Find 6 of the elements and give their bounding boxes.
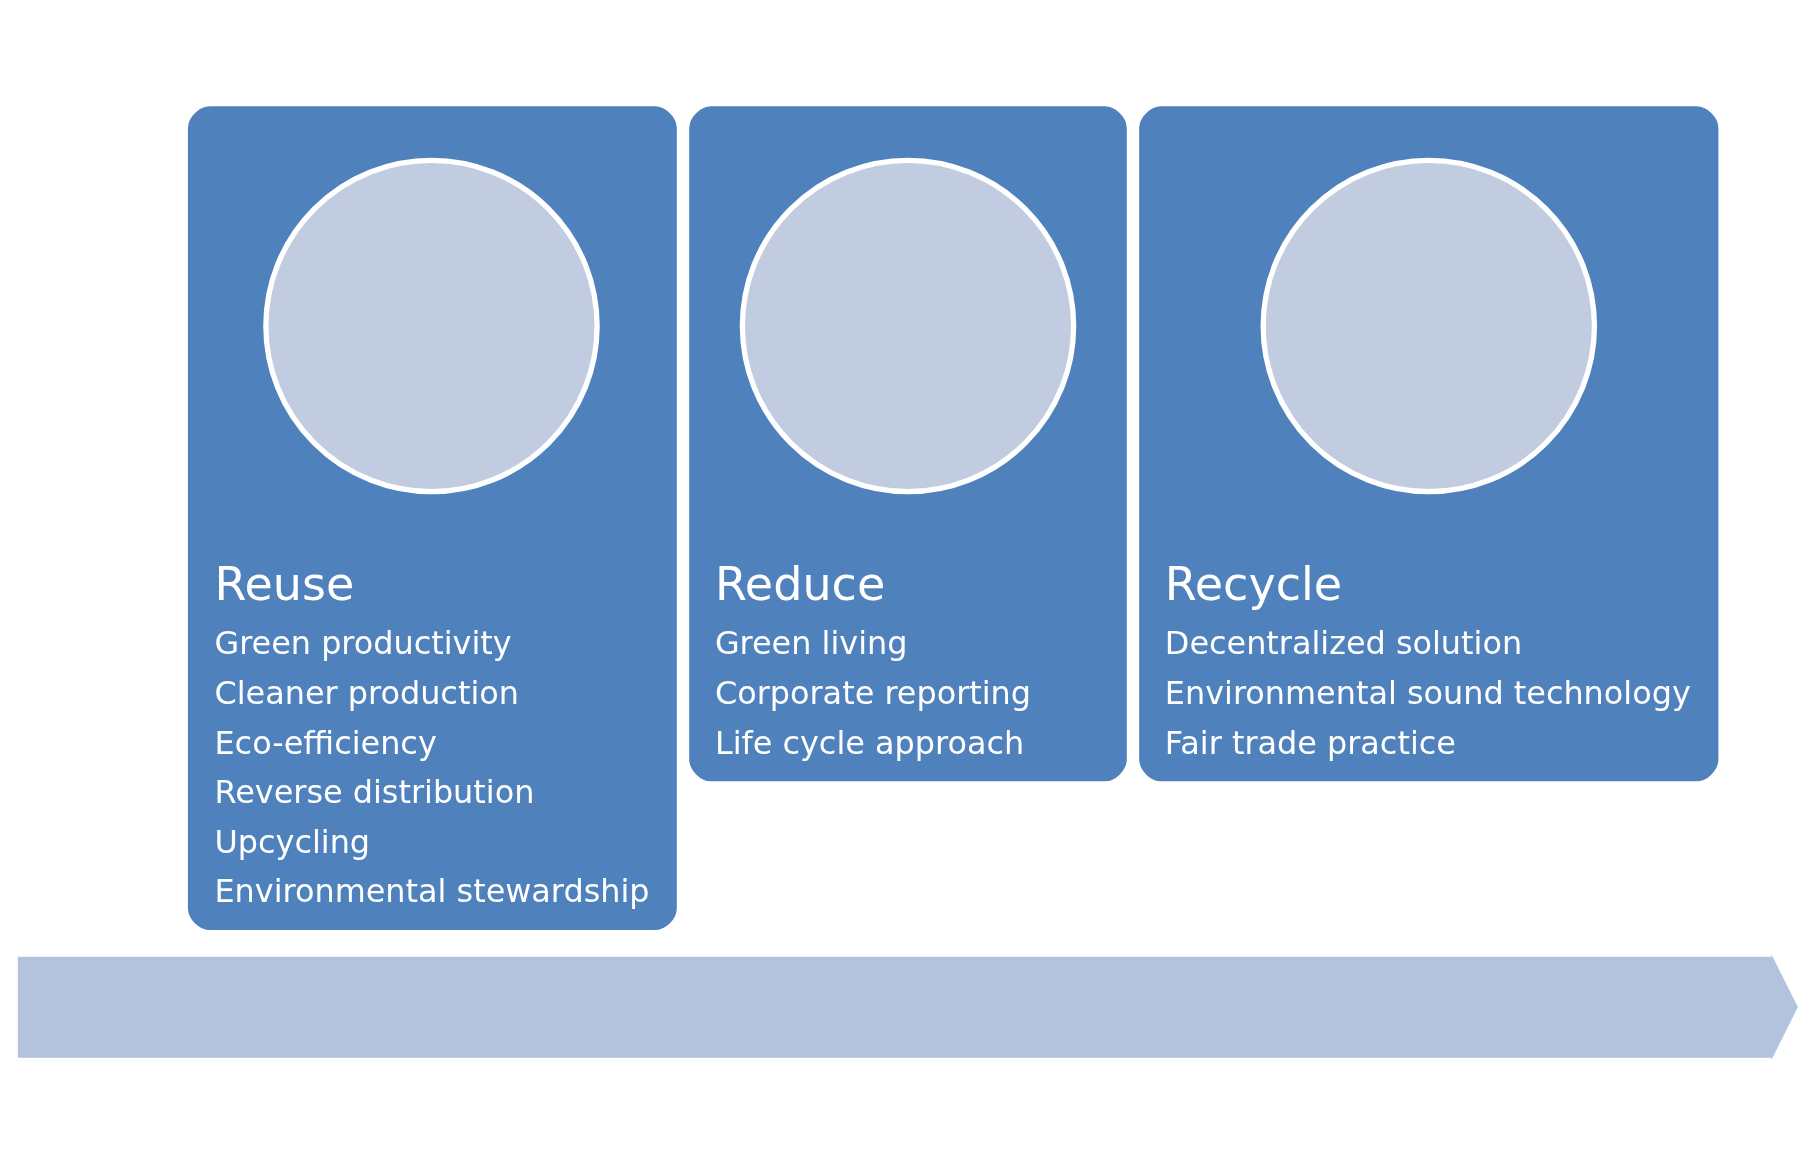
node-circle: [263, 157, 600, 494]
node-circle: [1260, 157, 1598, 494]
node-circle: [739, 157, 1077, 494]
cluster: Reuse Green productivity Cleaner production Eco-efficiency Reverse distribution Upcycling Environmental stewardship: [187, 105, 677, 930]
cluster: Recycle Decentralized solution Environmental sound technology Fair trade practice: [1139, 105, 1719, 781]
cluster: Reduce Green living Corporate reporting Life cycle approach: [689, 105, 1127, 781]
